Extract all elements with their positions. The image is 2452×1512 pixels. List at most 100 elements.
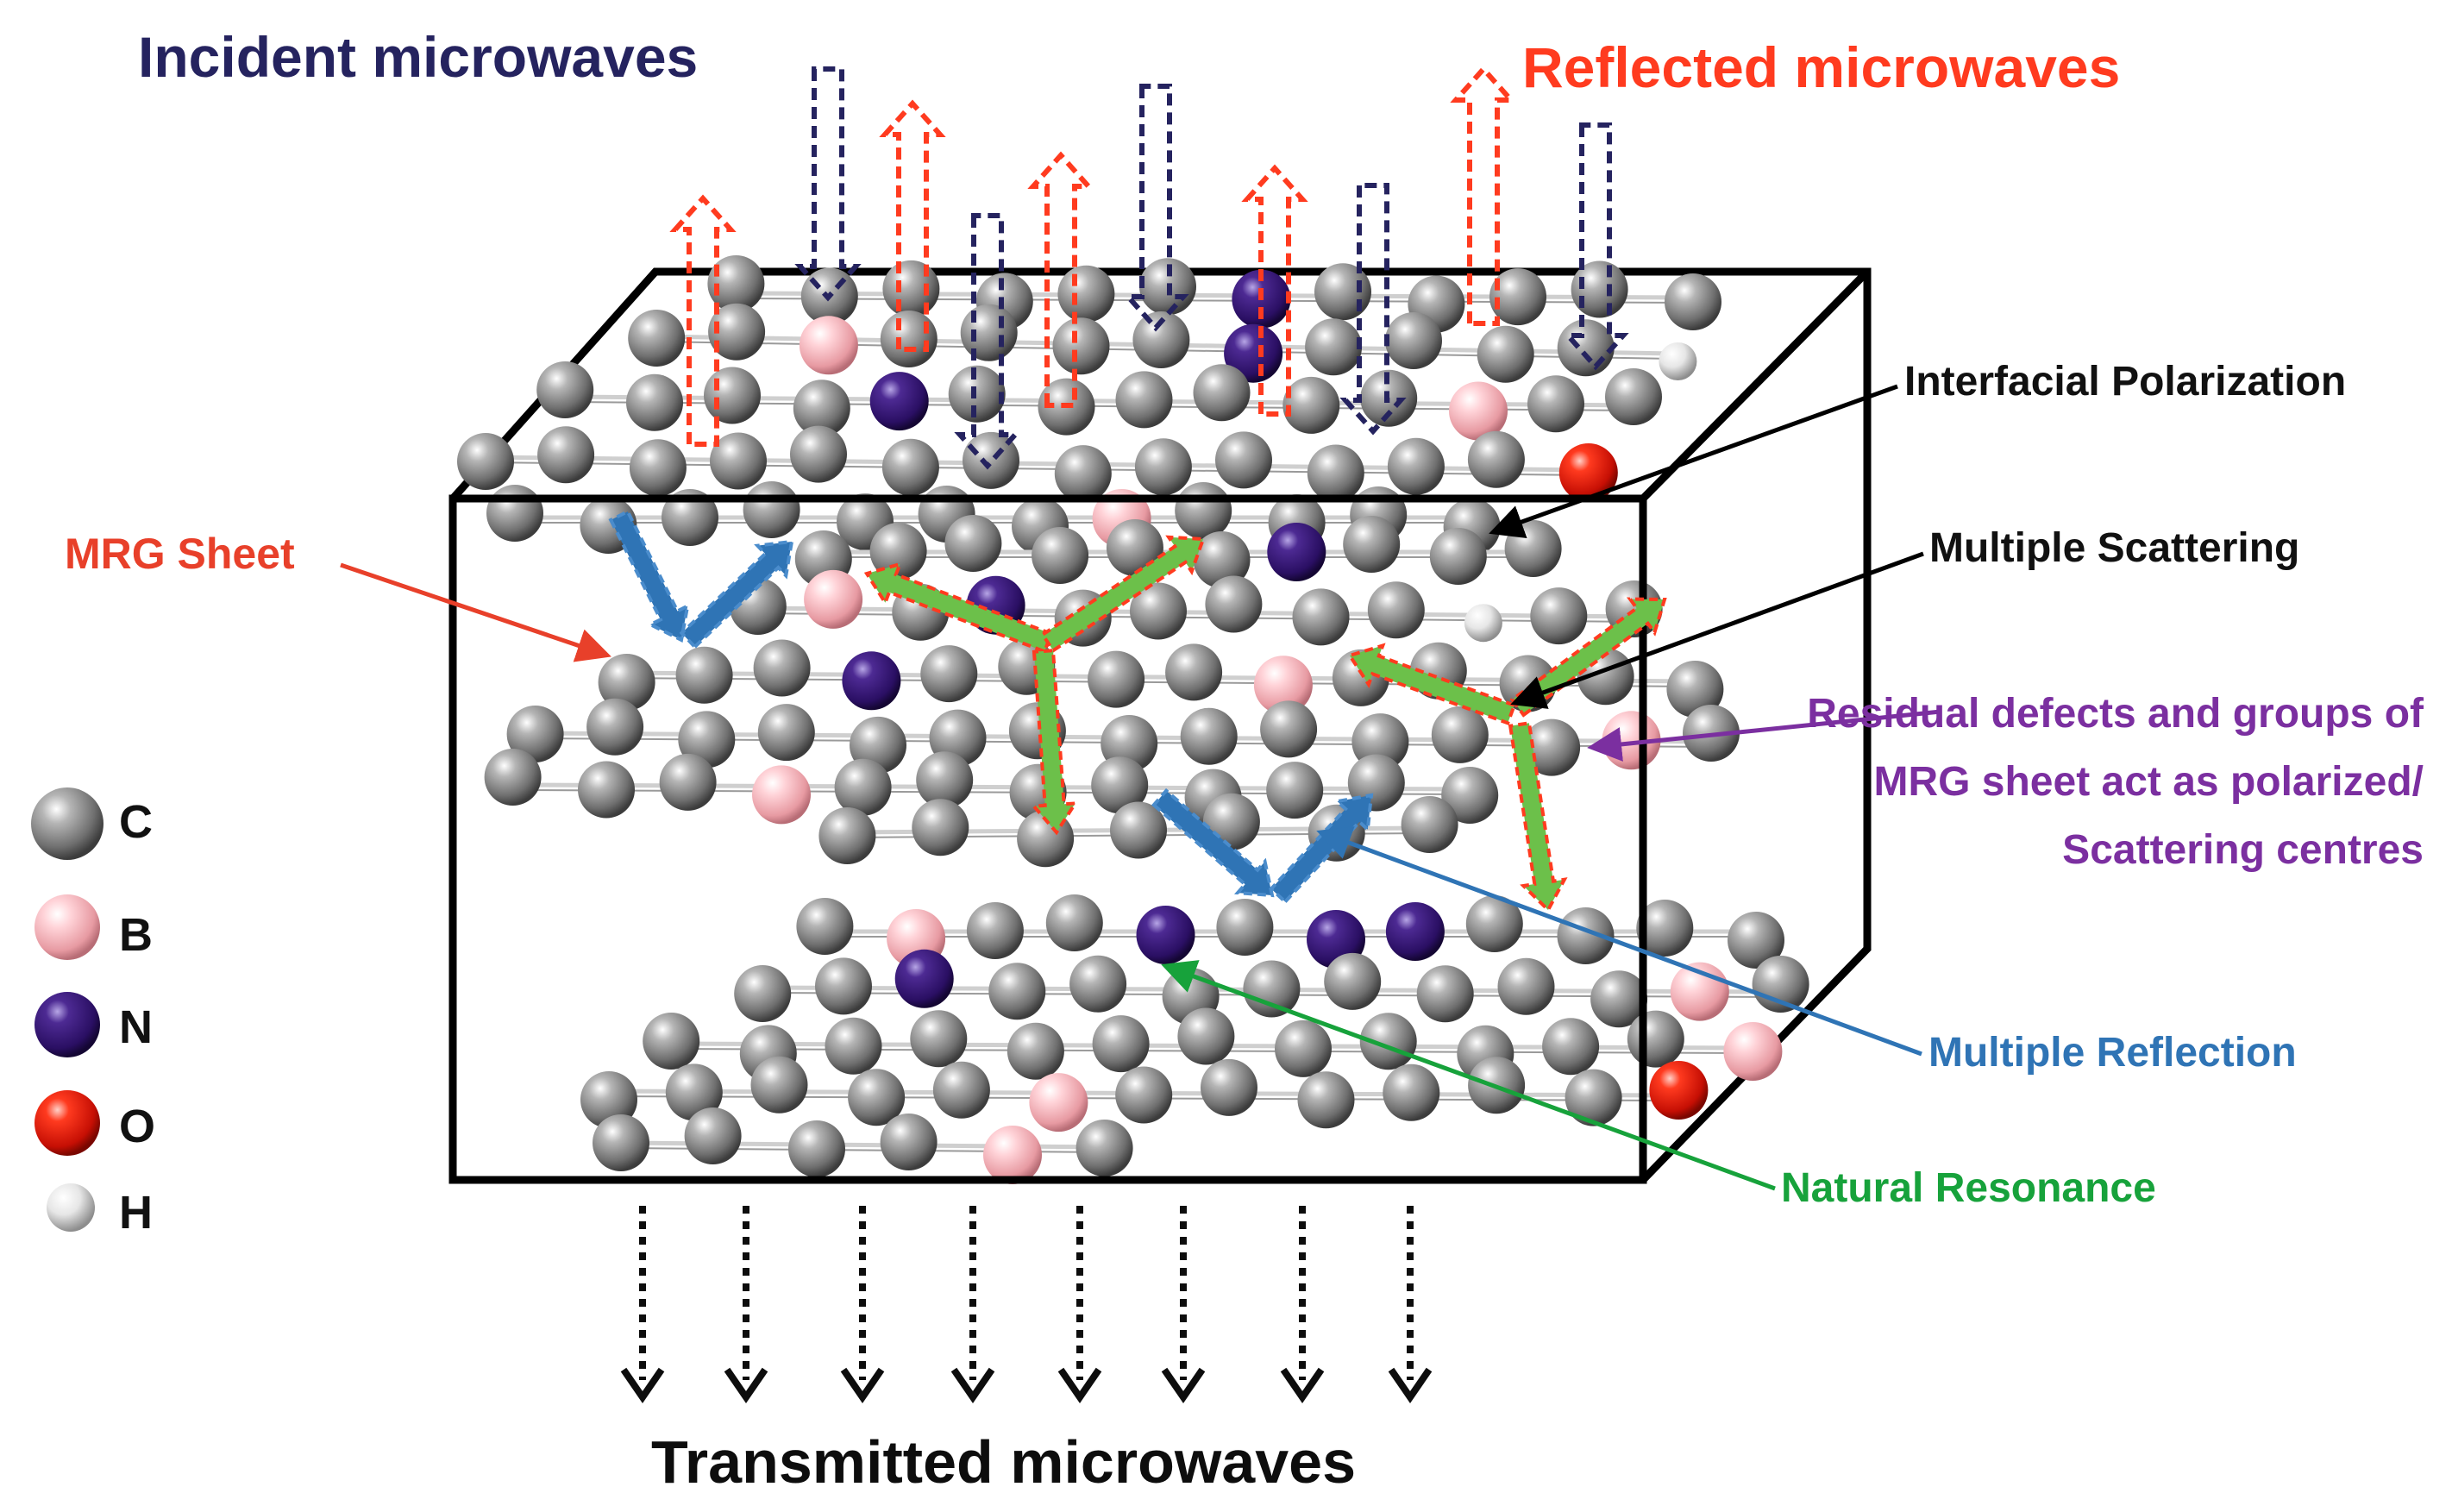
carbon-atom xyxy=(536,361,594,418)
carbon-atom xyxy=(1387,437,1445,495)
incident-arrow xyxy=(1562,122,1629,371)
reflection-arrow-in xyxy=(1151,787,1275,898)
mrg-sheet-label: MRG Sheet xyxy=(65,530,295,578)
carbon-atom xyxy=(1314,263,1371,321)
carbon-atom xyxy=(707,255,765,312)
natural-resonance-label: Natural Resonance xyxy=(1781,1165,2156,1211)
carbon-atom xyxy=(1431,706,1489,763)
nitrogen-atom xyxy=(1385,902,1445,961)
carbon-atom xyxy=(793,380,850,437)
atom-row xyxy=(734,949,1809,1028)
atom-row xyxy=(457,425,1618,503)
carbon-atom xyxy=(1075,1120,1133,1176)
nitrogen-atom xyxy=(894,949,954,1008)
carbon-atom xyxy=(750,1056,808,1114)
carbon-atom xyxy=(537,426,595,484)
carbon-atom xyxy=(675,646,733,704)
carbon-atom xyxy=(1307,444,1364,502)
carbon-atom xyxy=(788,1120,845,1177)
carbon-atom xyxy=(1205,575,1263,633)
carbon-atom xyxy=(1477,325,1534,383)
carbon-atom xyxy=(1666,661,1724,718)
carbon-atom xyxy=(948,365,1006,423)
carbon-atom xyxy=(1282,376,1340,434)
carbon-atom xyxy=(1266,762,1324,819)
carbon-atom xyxy=(1092,1015,1150,1073)
transmitted-arrow xyxy=(1057,1206,1102,1404)
carbon-atom xyxy=(1115,1066,1173,1124)
carbon-atom xyxy=(1215,431,1272,489)
carbon-atom-icon xyxy=(31,787,103,860)
carbon-atom xyxy=(586,698,644,756)
legend-label-carbon: C xyxy=(119,796,153,848)
carbon-atom xyxy=(912,799,969,856)
carbon-atom xyxy=(916,751,974,809)
reflection-arrow-in xyxy=(608,509,690,643)
reflected-microwaves-label: Reflected microwaves xyxy=(1522,35,2121,99)
carbon-atom xyxy=(1032,527,1089,584)
box-front-face xyxy=(448,494,1647,1184)
box-back-edges xyxy=(449,267,1872,1183)
carbon-atom xyxy=(1275,1020,1332,1077)
carbon-atom xyxy=(734,965,792,1022)
boron-atom xyxy=(983,1126,1042,1184)
carbon-atom xyxy=(598,654,655,711)
oxygen-atom-icon xyxy=(34,1090,100,1156)
carbon-atom xyxy=(796,898,854,955)
carbon-atom xyxy=(1343,516,1401,573)
multiple-reflection-label: Multiple Reflection xyxy=(1928,1030,2297,1076)
carbon-atom xyxy=(486,485,543,542)
carbon-atom xyxy=(704,367,761,424)
carbon-atom xyxy=(1175,482,1232,539)
boron-atom xyxy=(1029,1073,1088,1132)
legend-label-nitrogen: N xyxy=(119,1001,153,1053)
carbon-atom xyxy=(1132,311,1190,368)
carbon-atom xyxy=(626,373,683,431)
carbon-atom xyxy=(1180,707,1238,765)
nitrogen-atom-icon xyxy=(34,992,100,1057)
transmitted-arrow xyxy=(1388,1206,1433,1404)
carbon-atom xyxy=(1401,796,1458,853)
carbon-atom xyxy=(1523,718,1581,776)
carbon-atom xyxy=(960,304,1018,361)
incident-microwave-arrows xyxy=(794,66,1629,470)
incident-arrow xyxy=(1339,183,1407,436)
incident-microwaves-label: Incident microwaves xyxy=(138,25,699,89)
carbon-atom xyxy=(881,438,939,496)
multiple-scattering-label: Multiple Scattering xyxy=(1929,525,2300,571)
carbon-atom xyxy=(1530,587,1588,645)
carbon-atom xyxy=(1351,713,1409,771)
carbon-atom xyxy=(1045,894,1103,951)
carbon-atom xyxy=(1091,756,1149,814)
atom-row xyxy=(536,361,1662,441)
carbon-atom xyxy=(1527,375,1584,433)
carbon-atom xyxy=(880,311,938,367)
carbon-atom xyxy=(580,1071,637,1128)
hydrogen-atom xyxy=(1659,342,1697,380)
carbon-atom xyxy=(1201,1058,1257,1116)
carbon-atom xyxy=(1292,588,1350,646)
carbon-atom xyxy=(678,711,736,769)
carbon-atom xyxy=(920,645,978,703)
carbon-atom xyxy=(1367,581,1425,639)
reflected-microwave-arrows xyxy=(669,65,1517,447)
mrg-sheet-pointer xyxy=(340,562,611,662)
carbon-atom xyxy=(1497,957,1555,1015)
carbon-atom xyxy=(753,639,811,697)
transmitted-arrow xyxy=(950,1206,995,1404)
carbon-atom xyxy=(743,481,800,538)
carbon-atom xyxy=(1636,900,1694,957)
carbon-atom xyxy=(910,1010,968,1068)
carbon-atom xyxy=(848,1069,906,1126)
scattering-pointer xyxy=(1510,551,1924,709)
transmitted-arrow xyxy=(840,1206,885,1404)
carbon-atom xyxy=(880,1114,938,1170)
scattering-arrow xyxy=(1508,721,1568,913)
carbon-atom xyxy=(1305,318,1363,376)
carbon-atom xyxy=(665,1063,723,1121)
carbon-atom xyxy=(815,957,872,1015)
carbon-atom xyxy=(1665,273,1721,330)
carbon-atom xyxy=(708,303,766,361)
carbon-atom xyxy=(1359,1013,1417,1070)
